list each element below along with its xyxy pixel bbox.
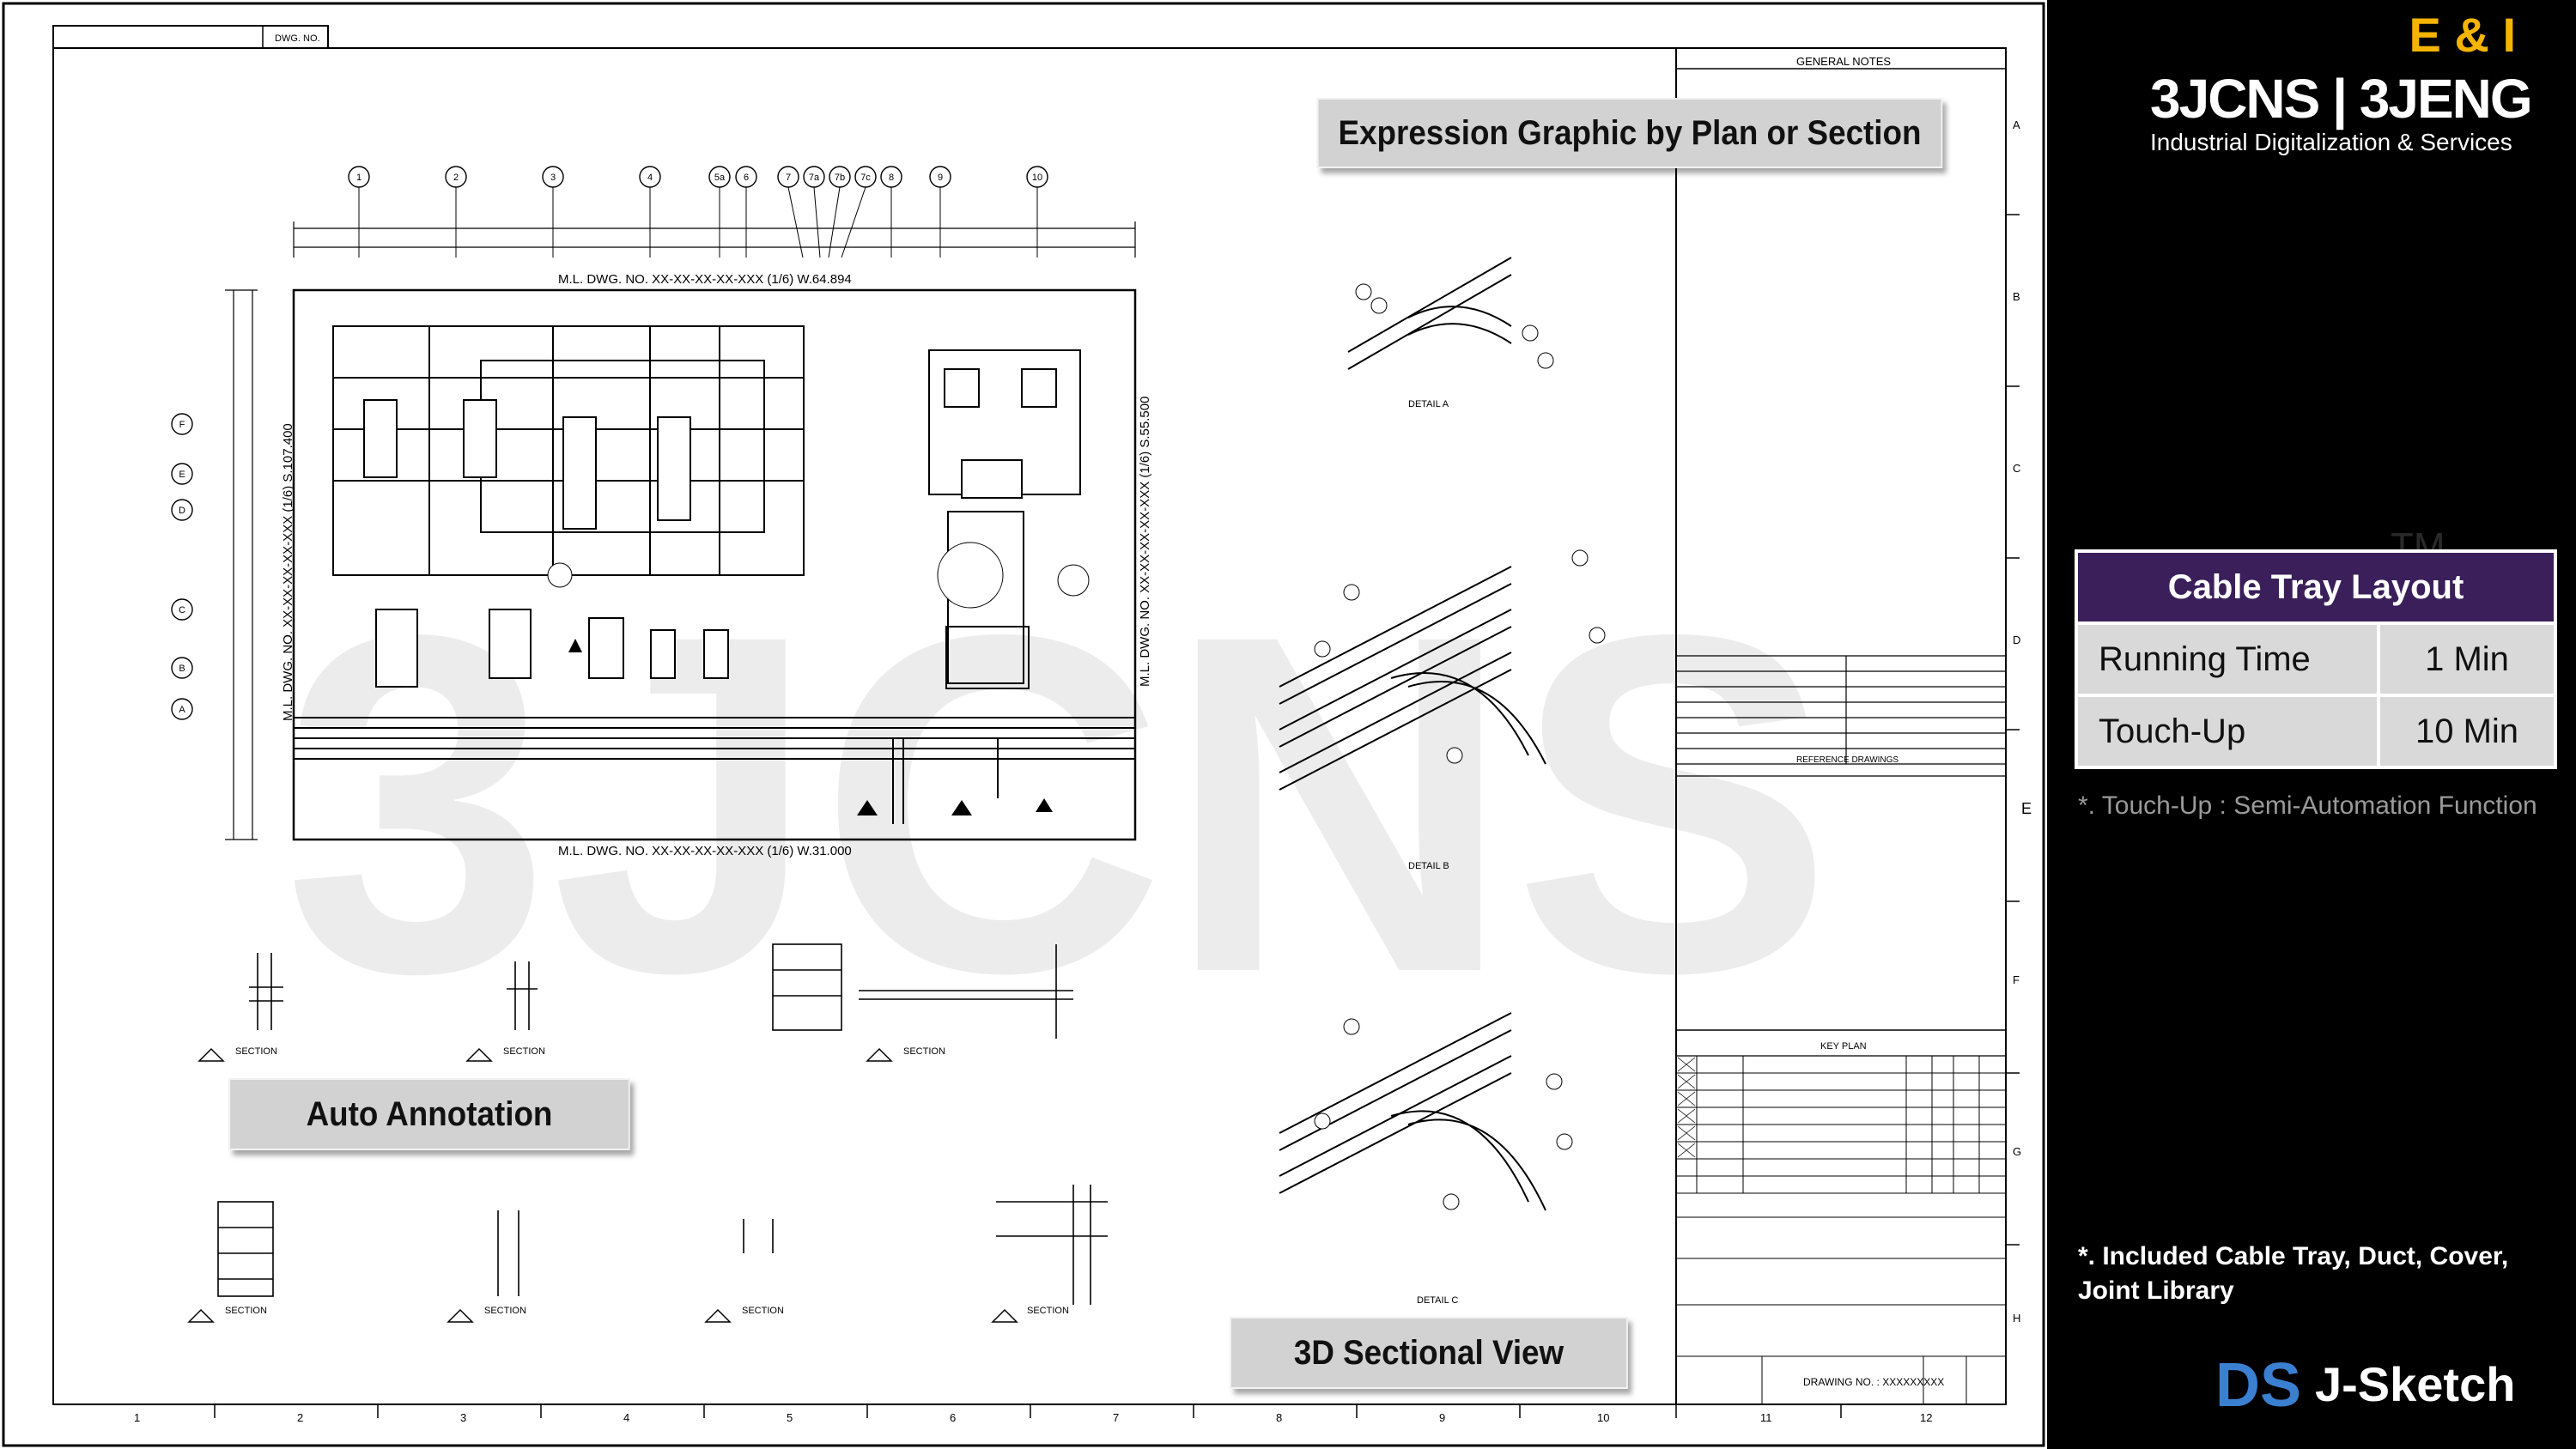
grid-bubble-2: 2 (453, 173, 459, 183)
section-label-5: SECTION (484, 1306, 526, 1316)
row-letter-g: G (2013, 1145, 2021, 1158)
touch-up-label: Touch-Up (2075, 694, 2380, 769)
reference-table (1676, 655, 2006, 777)
match-line-left: M.L. DWG. NO. XX-XX-XX-XX-XXX (1/6) S.10… (281, 423, 295, 721)
table-row: Running Time 1 Min (2075, 621, 2557, 697)
drawing-no-label: DRAWING NO. : XXXXXXXXX (1803, 1376, 1944, 1388)
brand-logo: 3JCNS | 3JENG (2150, 68, 2533, 130)
revision-table (1676, 1056, 2006, 1404)
col-number-6: 6 (950, 1411, 956, 1424)
col-number-3: 3 (460, 1411, 466, 1424)
running-time-value: 1 Min (2377, 621, 2557, 697)
touch-up-note: *. Touch-Up : Semi-Automation Function (2078, 791, 2537, 820)
row-letter-c: C (2013, 462, 2020, 475)
row-letter-d: D (2013, 634, 2020, 646)
general-notes-label: GENERAL NOTES (1796, 55, 1891, 68)
grid-bubble-d: D (179, 506, 185, 516)
brand-tagline: Industrial Digitalization & Services (2150, 129, 2512, 155)
ds-logo-icon: DS (2215, 1351, 2301, 1418)
running-time-label: Running Time (2075, 621, 2380, 697)
col-number-12: 12 (1920, 1411, 1932, 1424)
isometric-details (1279, 257, 1546, 1211)
col-number-1: 1 (134, 1411, 140, 1424)
grid-bubble-7c: 7c (860, 173, 871, 183)
detail-b-label: DETAIL B (1408, 861, 1449, 871)
match-line-bottom: M.L. DWG. NO. XX-XX-XX-XX-XXX (1/6) W.31… (558, 844, 852, 858)
section-label-6: SECTION (742, 1306, 784, 1316)
row-letter-a: A (2013, 118, 2020, 131)
section-label-7: SECTION (1027, 1306, 1069, 1316)
row-letter-f: F (2013, 973, 2020, 986)
category-label: E & I (2409, 8, 2516, 62)
col-number-4: 4 (623, 1411, 629, 1424)
watermark: 3JCNS (283, 535, 1833, 1072)
dwg-no-label: DWG. NO. (275, 33, 320, 44)
grid-bubble-6: 6 (744, 173, 749, 183)
grid-bubble-7b: 7b (835, 173, 845, 183)
callout-3d-sectional-view: 3D Sectional View (1230, 1317, 1628, 1389)
reference-drawings-label: REFERENCE DRAWINGS (1796, 755, 1899, 765)
key-plan-hatch (1677, 1057, 1696, 1158)
section-label-3: SECTION (903, 1046, 945, 1057)
section-label-2: SECTION (503, 1046, 545, 1057)
drawing-canvas: 3JCNS DWG. NO. GENERAL NOTES REFERENCE D… (2, 2, 2045, 1447)
section-details (217, 943, 1108, 1305)
library-note: *. Included Cable Tray, Duct, Cover, Joi… (2078, 1242, 2509, 1305)
section-label-4: SECTION (225, 1306, 267, 1316)
grid-bubble-8: 8 (889, 173, 894, 183)
detail-c-label: DETAIL C (1417, 1295, 1458, 1306)
grid-bubble-3: 3 (550, 173, 556, 183)
row-letter-e: E (2021, 800, 2032, 817)
table-row: Touch-Up 10 Min (2075, 694, 2557, 769)
grid-bubble-5a: 5a (714, 173, 726, 183)
col-number-10: 10 (1597, 1411, 1609, 1424)
key-plan-label: KEY PLAN (1820, 1041, 1867, 1052)
plan-view: 1 2 3 4 5a 6 7 7a 7b 7c 8 9 10 (171, 166, 1152, 858)
grid-bubble-7: 7 (786, 173, 791, 183)
info-panel: E & I 3JCNS | 3JENG Industrial Digitaliz… (2047, 0, 2576, 1449)
feature-table: Cable Tray Layout Running Time 1 Min Tou… (2075, 549, 2557, 769)
col-number-5: 5 (787, 1411, 793, 1424)
product-name: J-Sketch (2315, 1357, 2516, 1411)
grid-bubble-b: B (179, 664, 185, 674)
detail-a-label: DETAIL A (1408, 399, 1449, 409)
grid-bubble-4: 4 (647, 173, 653, 183)
feature-table-title: Cable Tray Layout (2075, 549, 2557, 625)
touch-up-value: 10 Min (2377, 694, 2557, 769)
callout-auto-annotation: Auto Annotation (228, 1078, 630, 1150)
col-number-8: 8 (1276, 1411, 1282, 1424)
match-line-right: M.L. DWG. NO. XX-XX-XX-XX-XXX (1/6) S.55… (1138, 397, 1152, 687)
col-number-2: 2 (297, 1411, 303, 1424)
grid-bubble-e: E (179, 470, 185, 480)
grid-bubble-f: F (179, 420, 185, 430)
row-letter-h: H (2013, 1312, 2020, 1325)
grid-bubble-a: A (179, 705, 185, 715)
dwg-no-box (52, 25, 329, 49)
grid-bubble-10: 10 (1032, 173, 1042, 183)
grid-bubble-1: 1 (356, 173, 361, 183)
match-line-top: M.L. DWG. NO. XX-XX-XX-XX-XXX (1/6) W.64… (558, 272, 852, 287)
grid-bubble-7a: 7a (809, 173, 820, 183)
drawing-sheet: 3JCNS DWG. NO. GENERAL NOTES REFERENCE D… (2, 2, 2045, 1447)
row-letter-b: B (2013, 290, 2020, 303)
section-label-1: SECTION (235, 1046, 277, 1057)
callout-expression: Expression Graphic by Plan or Section (1316, 98, 1943, 168)
grid-bubble-9: 9 (938, 173, 943, 183)
sheet-border (2, 2, 2045, 1447)
col-number-11: 11 (1760, 1411, 1772, 1424)
col-number-7: 7 (1113, 1411, 1119, 1424)
grid-bubble-c: C (179, 605, 185, 615)
ds-logo-text: DS (2215, 1351, 2301, 1418)
col-number-9: 9 (1439, 1411, 1445, 1424)
